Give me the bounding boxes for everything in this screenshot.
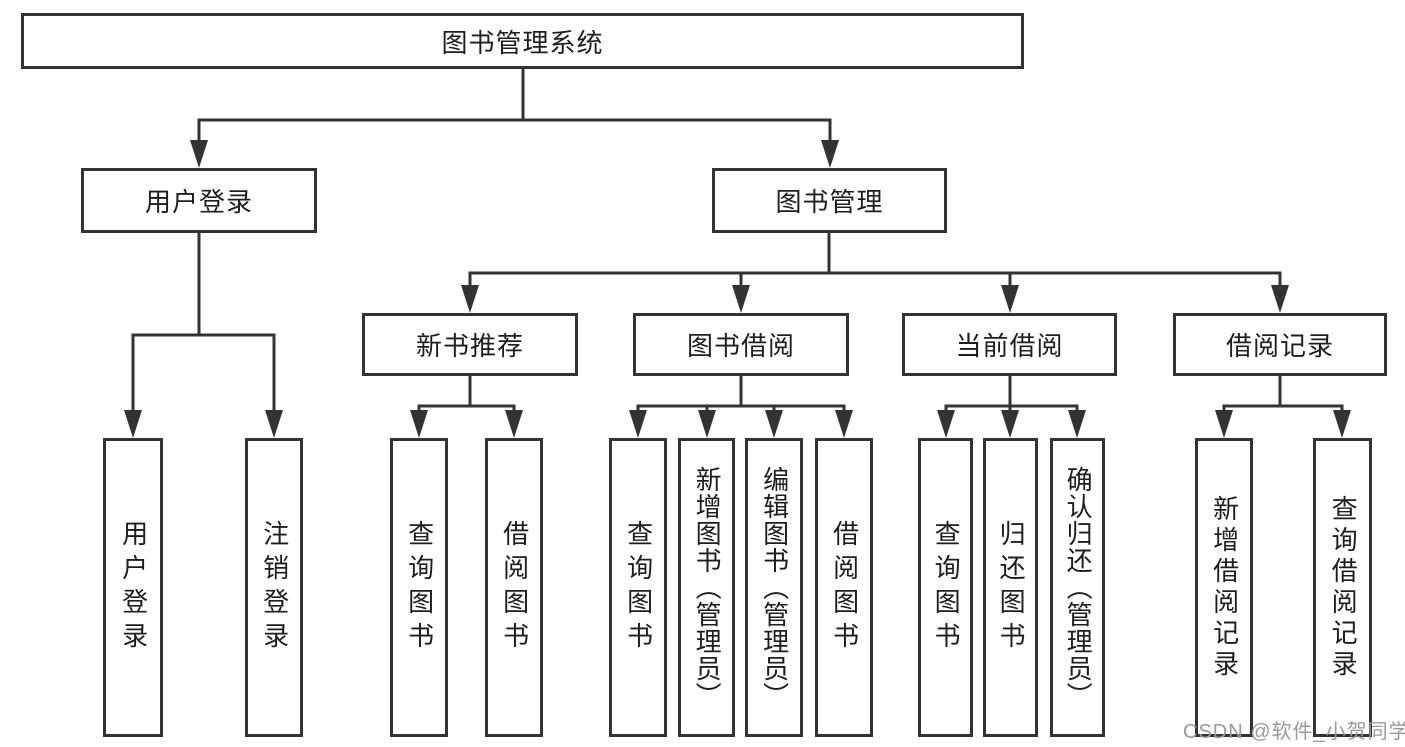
node-label: 图书管理系统: [441, 27, 604, 58]
node-borrow-records: 借阅记录: [1173, 313, 1387, 376]
connector-borrow-records-branch: [1222, 376, 1344, 418]
leaf-label: 用户登录: [118, 519, 149, 656]
leaf-label: 查询图书: [623, 519, 654, 656]
connector-user-login-branch: [131, 233, 276, 418]
connector-new-book-branch: [417, 376, 516, 418]
csdn-watermark: CSDN @软件_小贺同学: [1183, 721, 1405, 743]
node-label: 当前借阅: [955, 331, 1064, 361]
node-current-borrow: 当前借阅: [902, 313, 1117, 376]
connector-book-management-branch: [468, 233, 1282, 293]
node-book-borrow: 图书借阅: [633, 313, 849, 376]
leaf-borrow-books: 借阅图书: [815, 438, 873, 737]
connector-book-borrow-branch: [636, 376, 846, 418]
leaf-label: 编辑图书（管理员）: [759, 466, 790, 709]
leaf-query-borrow-record: 查询借阅记录: [1313, 438, 1372, 737]
leaf-label: 归还图书: [996, 519, 1027, 656]
leaf-label: 注销登录: [259, 519, 290, 656]
leaf-confirm-return-admin: 确认归还（管理员）: [1050, 438, 1105, 737]
leaf-query-books-borrow: 查询图书: [609, 438, 667, 737]
node-label: 借阅记录: [1225, 331, 1334, 361]
leaf-logout: 注销登录: [245, 438, 303, 737]
leaf-query-books-recommend: 查询图书: [390, 438, 448, 737]
leaf-label: 查询图书: [931, 519, 962, 656]
leaf-query-books-current: 查询图书: [918, 438, 973, 737]
leaf-label: 新增借阅记录: [1209, 494, 1240, 681]
connector-root-branch: [197, 69, 832, 150]
leaf-label: 新增图书（管理员）: [692, 466, 723, 709]
leaf-edit-books-admin: 编辑图书（管理员）: [745, 438, 803, 737]
leaf-label: 确认归还（管理员）: [1063, 466, 1094, 709]
node-user-login: 用户登录: [81, 168, 317, 233]
leaf-label: 借阅图书: [829, 519, 860, 656]
node-book-management: 图书管理: [712, 168, 947, 233]
leaf-return-books: 归还图书: [983, 438, 1038, 737]
leaf-label: 查询借阅记录: [1328, 494, 1359, 681]
node-label: 图书管理: [775, 187, 884, 217]
node-new-book-recommend: 新书推荐: [362, 313, 578, 376]
leaf-label: 借阅图书: [499, 519, 530, 656]
leaf-borrow-books-recommend: 借阅图书: [485, 438, 543, 737]
node-root-system: 图书管理系统: [21, 13, 1024, 69]
node-label: 用户登录: [144, 187, 253, 217]
leaf-add-books-admin: 新增图书（管理员）: [678, 438, 735, 737]
node-label: 新书推荐: [415, 331, 524, 361]
leaf-add-borrow-record: 新增借阅记录: [1195, 438, 1253, 737]
leaf-user-login: 用户登录: [103, 438, 163, 737]
leaf-label: 查询图书: [404, 519, 435, 656]
arrowheads: [124, 140, 1351, 438]
node-label: 图书借阅: [686, 331, 795, 361]
